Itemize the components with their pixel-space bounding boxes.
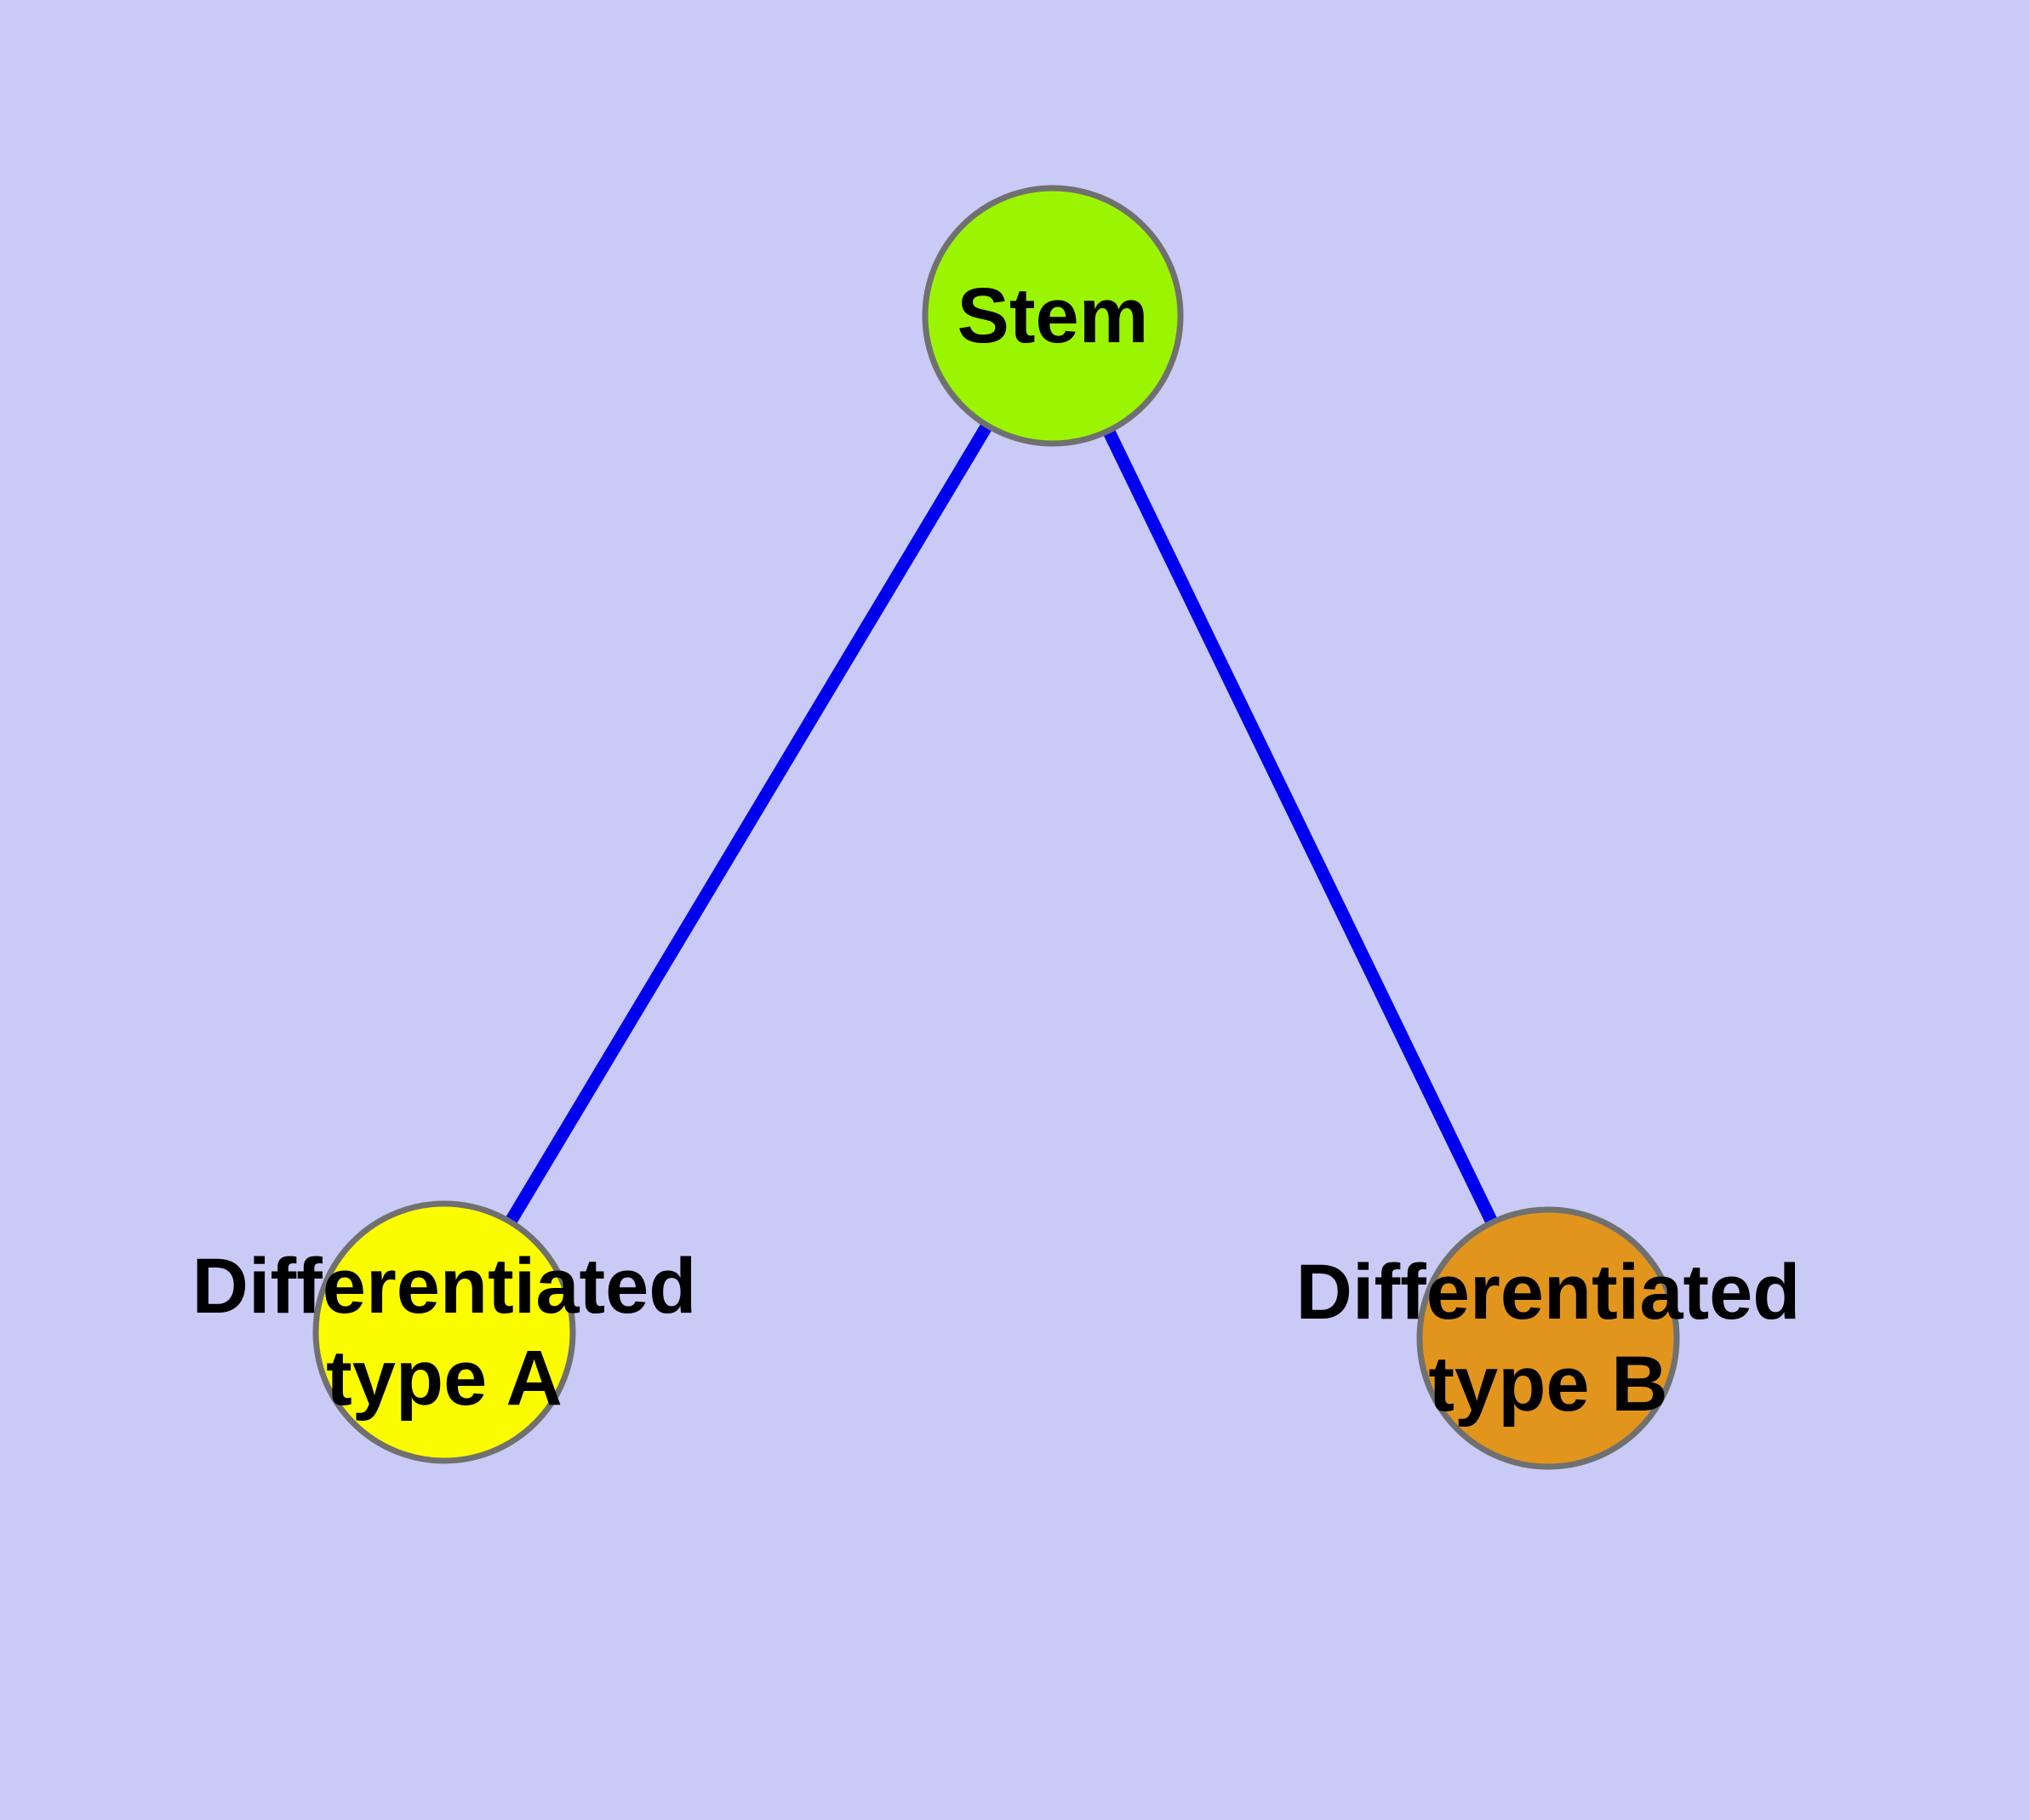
edge-stem-diff-b — [1047, 312, 1554, 1342]
node-circle-diff-b — [1416, 1206, 1680, 1470]
node-circle-stem — [922, 185, 1184, 447]
node-circle-diff-a — [312, 1200, 576, 1464]
edge-stem-diff-a — [438, 312, 1059, 1336]
